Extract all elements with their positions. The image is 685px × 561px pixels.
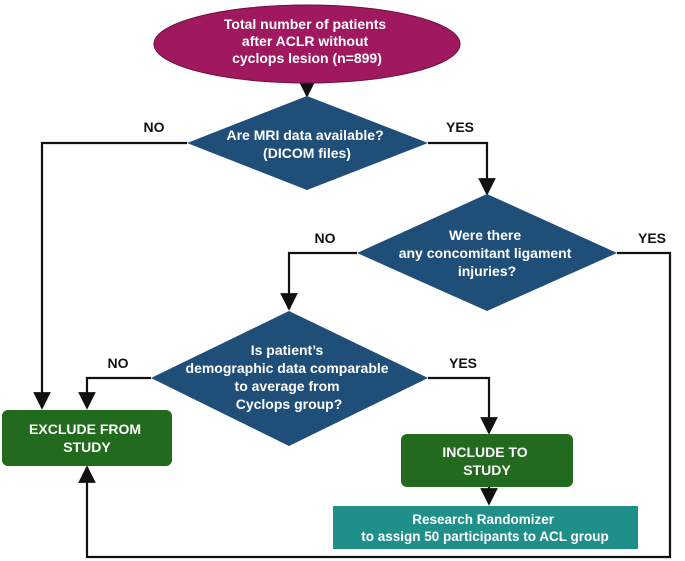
edge-demographic-yes-to-include <box>428 376 498 435</box>
exclude-line-1: EXCLUDE FROM <box>29 421 141 437</box>
ligament-decision-text: Were there any concomitant ligament inju… <box>399 227 576 279</box>
label-mri-yes: YES <box>446 119 474 135</box>
demographic-line-1: Is patient’s <box>251 342 324 358</box>
label-ligament-no: NO <box>315 230 336 246</box>
demographic-line-3: to average from <box>235 378 340 394</box>
connectors <box>33 80 672 559</box>
ligament-decision-node <box>357 194 617 311</box>
demographic-line-4: Cyclops group? <box>236 396 343 412</box>
edge-mri-no-to-exclude <box>33 141 187 410</box>
edge-ligament-yes-to-exclude <box>78 251 672 559</box>
include-line-2: STUDY <box>463 462 511 478</box>
randomizer-node-text: Research Randomizer to assign 50 partici… <box>361 512 609 544</box>
include-line-1: INCLUDE TO <box>442 444 527 460</box>
label-demographic-no: NO <box>108 355 129 371</box>
demographic-decision-node <box>151 311 428 446</box>
start-node-text: Total number of patients after ACLR with… <box>224 16 390 66</box>
include-node-text: INCLUDE TO STUDY <box>442 444 531 478</box>
label-ligament-yes: YES <box>638 230 666 246</box>
demographic-line-2: demographic data comparable <box>186 360 389 376</box>
edge-demographic-no-to-exclude <box>78 376 151 410</box>
demographic-decision-text: Is patient’s demographic data comparable… <box>186 342 393 412</box>
mri-line-1: Are MRI data available? <box>226 127 383 143</box>
randomizer-line-1: Research Randomizer <box>412 512 555 527</box>
exclude-node-text: EXCLUDE FROM STUDY <box>29 421 145 455</box>
ligament-line-3: injuries? <box>458 263 516 279</box>
label-mri-no: NO <box>144 119 165 135</box>
edge-ligament-no-to-demographic <box>280 251 357 311</box>
exclude-node <box>2 410 172 466</box>
randomizer-node <box>333 506 638 549</box>
start-line-3: cyclops lesion (n=899) <box>232 50 382 66</box>
ligament-line-1: Were there <box>449 227 521 243</box>
label-demographic-yes: YES <box>449 355 477 371</box>
edge-mri-yes-to-ligament <box>428 141 496 196</box>
start-node <box>153 4 461 84</box>
ligament-line-2: any concomitant ligament <box>399 245 572 261</box>
mri-decision-text: Are MRI data available? (DICOM files) <box>226 127 387 161</box>
randomizer-line-2: to assign 50 participants to ACL group <box>361 529 609 544</box>
start-line-2: after ACLR without <box>242 33 369 49</box>
mri-decision-node <box>187 96 428 190</box>
start-line-1: Total number of patients <box>224 16 387 32</box>
exclude-line-2: STUDY <box>63 439 111 455</box>
mri-line-2: (DICOM files) <box>263 145 351 161</box>
include-node <box>401 434 573 487</box>
